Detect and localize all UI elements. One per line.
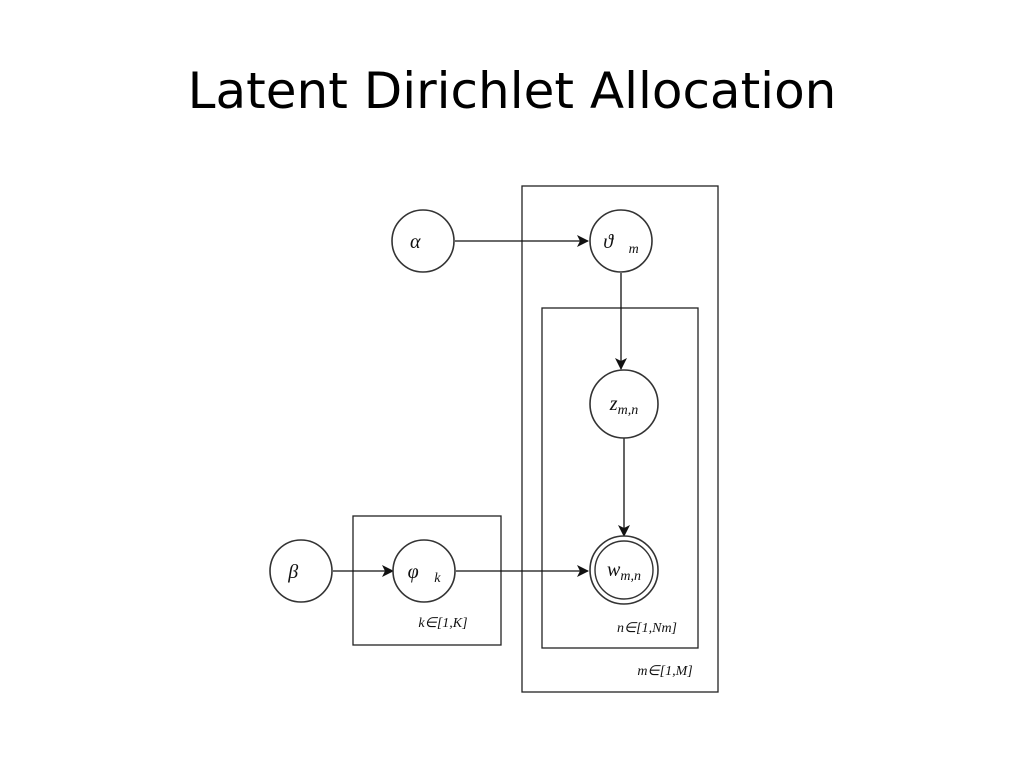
phi-symbol: φ⃗ xyxy=(408,561,435,583)
w-subscript: m,n xyxy=(620,569,641,584)
document-plate-label: m∈[1,M] xyxy=(637,664,692,679)
alpha-label: α⃗ xyxy=(410,231,436,253)
beta-node: β⃗ xyxy=(269,539,333,603)
alpha-node: α⃗ xyxy=(391,209,455,273)
topic-plate xyxy=(352,515,502,646)
topic-assignment-node: zm,n xyxy=(589,369,659,439)
z-label: zm,n xyxy=(609,393,638,418)
phi-node: φ⃗k xyxy=(392,539,456,603)
phi-subscript: k xyxy=(434,571,441,586)
z-symbol: z xyxy=(609,393,618,415)
theta-subscript: m xyxy=(629,242,639,257)
theta-node: ϑ⃗m xyxy=(589,209,653,273)
phi-label: φ⃗k xyxy=(408,561,442,586)
theta-symbol: ϑ⃗ xyxy=(603,231,628,253)
document-plate xyxy=(521,185,719,693)
w-label: wm,n xyxy=(607,559,641,584)
theta-label: ϑ⃗m xyxy=(603,231,639,257)
beta-label: β⃗ xyxy=(287,561,314,583)
word-plate xyxy=(541,307,699,649)
slide-title: Latent Dirichlet Allocation xyxy=(187,62,837,120)
w-symbol: w xyxy=(607,559,621,581)
topic-plate-label: k∈[1,K] xyxy=(418,616,467,631)
observed-word-node: wm,n xyxy=(589,535,659,605)
z-subscript: m,n xyxy=(618,403,639,418)
word-plate-label: n∈[1,Nm] xyxy=(617,621,677,636)
